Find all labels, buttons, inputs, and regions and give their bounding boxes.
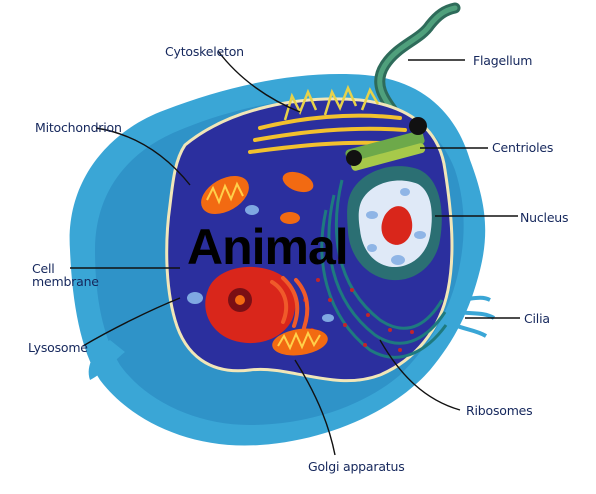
- diagram-title: Animal: [187, 222, 348, 272]
- label-mitochondrion: Mitochondrion: [35, 121, 122, 134]
- label-golgi-apparatus: Golgi apparatus: [308, 460, 405, 473]
- label-lysosome: Lysosome: [28, 341, 88, 354]
- label-cytoskeleton: Cytoskeleton: [165, 45, 244, 58]
- label-ribosomes: Ribosomes: [466, 404, 532, 417]
- label-cell-membrane-line2: membrane: [32, 275, 99, 288]
- label-cilia: Cilia: [524, 312, 550, 325]
- label-centrioles: Centrioles: [492, 141, 553, 154]
- label-nucleus: Nucleus: [520, 211, 568, 224]
- nucleus-structure: [347, 166, 442, 280]
- label-flagellum: Flagellum: [473, 54, 532, 67]
